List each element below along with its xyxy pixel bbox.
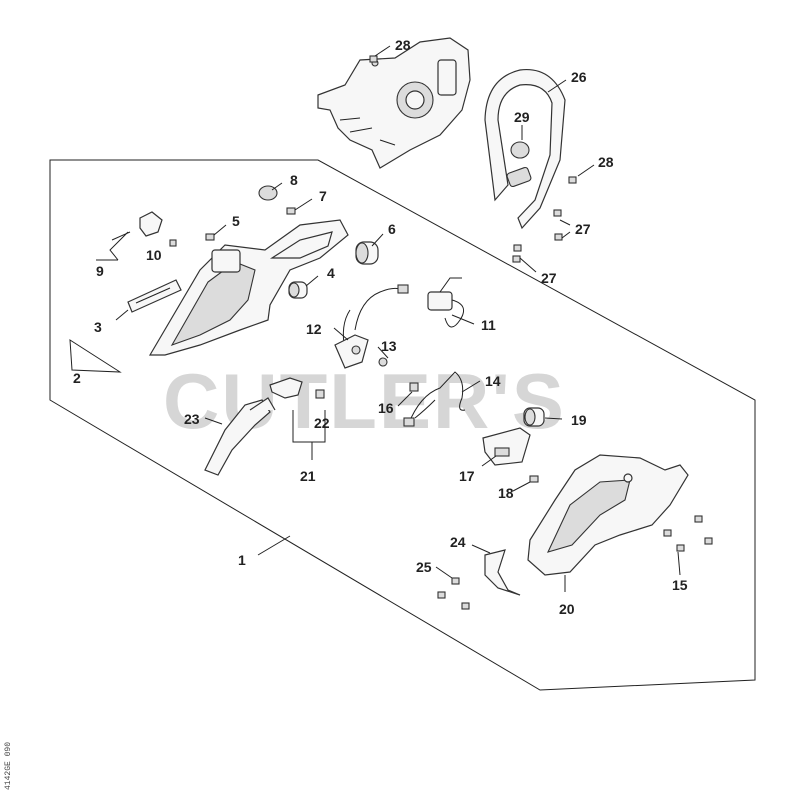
callout-10: 10	[146, 247, 162, 263]
callout-17: 17	[459, 468, 475, 484]
callout-19: 19	[571, 412, 587, 428]
screws	[369, 55, 713, 610]
switch-assembly	[427, 277, 465, 328]
callout-20: 20	[559, 601, 575, 617]
wiring-harness	[334, 284, 409, 369]
lower-housing	[527, 454, 689, 576]
screw-18	[529, 475, 539, 483]
callout-16: 16	[378, 400, 394, 416]
callout-25: 25	[416, 559, 432, 575]
callout-3: 3	[94, 319, 102, 335]
callout-7: 7	[319, 188, 327, 204]
diagram-code: 4142GE 090	[4, 742, 13, 790]
callout-9: 9	[96, 263, 104, 279]
callout-15: 15	[672, 577, 688, 593]
callout-6: 6	[388, 221, 396, 237]
callout-11: 11	[481, 317, 496, 333]
guard-24	[484, 549, 521, 596]
small-parts	[139, 185, 379, 299]
callout-23: 23	[184, 411, 200, 427]
grip-piece	[269, 377, 325, 399]
callout-13: 13	[381, 338, 397, 354]
callout-28-right: 28	[598, 154, 614, 170]
callout-8: 8	[290, 172, 298, 188]
callout-29: 29	[514, 109, 530, 125]
callout-numbers: 28 26 29 28 27 27 8 7 5 6 4 10 9 3 2 11 …	[73, 37, 688, 617]
handle-housing	[148, 219, 349, 356]
callout-12: 12	[306, 321, 322, 337]
callout-27-upper: 27	[575, 221, 591, 237]
leader-lines	[69, 45, 681, 592]
grip-23	[204, 397, 276, 476]
callout-26: 26	[571, 69, 587, 85]
callout-27-lower: 27	[541, 270, 557, 286]
engine-housing	[317, 37, 471, 169]
callout-4: 4	[327, 265, 335, 281]
assembly-frame	[49, 159, 756, 691]
trigger-assembly	[482, 427, 531, 466]
callout-28-top: 28	[395, 37, 411, 53]
callout-14: 14	[485, 373, 501, 389]
buffer-19	[523, 407, 545, 427]
label-plate	[127, 279, 182, 313]
wiring-harness-2	[403, 371, 466, 427]
callout-24: 24	[450, 534, 466, 550]
callout-18: 18	[498, 485, 514, 501]
callout-5: 5	[232, 213, 240, 229]
callout-21: 21	[300, 468, 316, 484]
handlebar	[484, 68, 566, 230]
callout-2: 2	[73, 370, 81, 386]
callout-1: 1	[238, 552, 246, 568]
callout-22: 22	[314, 415, 330, 431]
